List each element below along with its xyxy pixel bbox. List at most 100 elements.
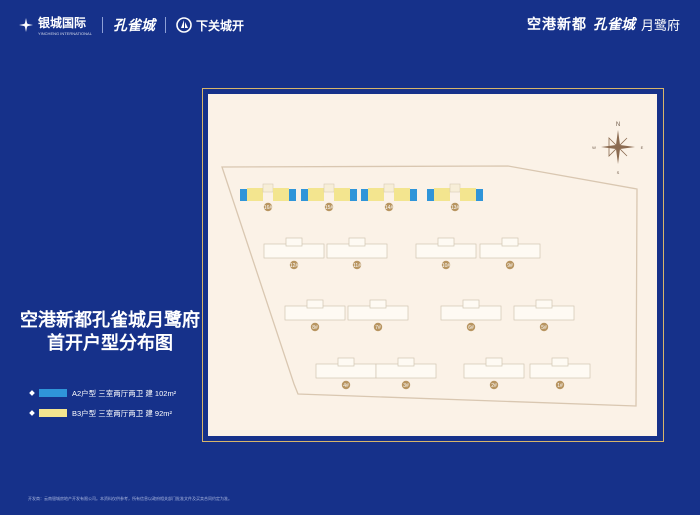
- plan-title-line2: 首开户型分布图: [47, 333, 173, 354]
- building-10: 10#: [415, 237, 477, 270]
- building-1: 1#: [529, 357, 591, 390]
- building-3: 3#: [375, 357, 437, 390]
- site-boundary: [221, 165, 638, 407]
- building-label-badge: [539, 322, 549, 332]
- unit-a2: [240, 189, 247, 201]
- project-sub: 月鹭府: [640, 17, 680, 33]
- yincheng-logo: 银城国际 YINCHENG INTERNATIONAL: [18, 14, 92, 36]
- building-core: [551, 357, 569, 367]
- unit-b3: [308, 188, 324, 201]
- unit-a2: [427, 189, 434, 201]
- building-label-badge: [384, 202, 394, 212]
- building-core: [369, 299, 387, 309]
- building-label: 1#: [557, 383, 563, 389]
- building-label: 5#: [541, 325, 547, 331]
- building-label: 16#: [264, 205, 273, 211]
- building-core: [462, 299, 480, 309]
- unit-a2: [350, 189, 357, 201]
- core: [323, 183, 335, 193]
- building-13: 13#: [427, 183, 483, 212]
- building-label-badge: [555, 380, 565, 390]
- compass: N S E W: [592, 122, 644, 175]
- building-7: 7#: [347, 299, 409, 332]
- flower-icon: [19, 18, 33, 32]
- project-brand: 孔雀城: [592, 17, 635, 33]
- legend: A2户型 三室两厅两卫 建 102m² B3户型 三室两厅两卫 建 92m²: [29, 383, 177, 423]
- unit-b3: [273, 188, 289, 201]
- site-plan-drawing: 16#15#14#13#12#11#10#9#8#7#6#5#4#3#2#1# …: [221, 122, 644, 407]
- building-core: [306, 299, 324, 309]
- unit-a2: [301, 189, 308, 201]
- bullet-icon: [29, 410, 35, 416]
- disclaimer: 开发商：云南银城房地产开发有限公司。本资料仅供参考，所有信息以政府相关部门批准文…: [28, 496, 232, 501]
- building-label-badge: [373, 322, 383, 332]
- building-label: 13#: [451, 205, 460, 211]
- plan-title-line1: 空港新都孔雀城月鹭府: [20, 310, 200, 331]
- legend-swatch-a2: [39, 389, 67, 397]
- compass-s: S: [617, 170, 620, 175]
- building-core: [285, 237, 303, 247]
- legend-label-a2: A2户型 三室两厅两卫 建 102m²: [72, 388, 177, 398]
- compass-n: N: [616, 122, 620, 128]
- building-9: 9#: [479, 237, 541, 270]
- peacock-logo: 孔雀城: [112, 18, 155, 34]
- project-name: 空港新都: [526, 16, 587, 32]
- building-5: 5#: [513, 299, 575, 332]
- unit-a2: [410, 189, 417, 201]
- building-label: 3#: [403, 383, 409, 389]
- project-title: 空港新都 孔雀城 月鹭府: [527, 14, 680, 34]
- building-16: 16#: [240, 183, 296, 212]
- bullet-icon: [29, 390, 35, 396]
- building-label: 6#: [468, 325, 474, 331]
- brand-bar: 银城国际 YINCHENG INTERNATIONAL 孔雀城 下关城开: [18, 14, 244, 36]
- building-core: [501, 237, 519, 247]
- unit-a2: [289, 189, 296, 201]
- building-label-badge: [289, 260, 299, 270]
- legend-swatch-b3: [39, 409, 67, 417]
- unit-b3: [460, 188, 476, 201]
- building-label-badge: [466, 322, 476, 332]
- building-label-badge: [401, 380, 411, 390]
- sail-icon: [176, 17, 192, 33]
- xiaguan-logo: 下关城开: [176, 17, 244, 34]
- site-plan: 16#15#14#13#12#11#10#9#8#7#6#5#4#3#2#1# …: [208, 94, 657, 436]
- building-label-badge: [324, 202, 334, 212]
- building-label: 9#: [507, 263, 513, 269]
- building-label: 7#: [375, 325, 381, 331]
- building-core: [348, 237, 366, 247]
- building-label: 12#: [290, 263, 299, 269]
- divider: [101, 17, 103, 33]
- unit-b3: [434, 188, 450, 201]
- building-label-badge: [341, 380, 351, 390]
- building-14: 14#: [361, 183, 417, 212]
- core: [262, 183, 274, 193]
- unit-b3: [334, 188, 350, 201]
- building-label-badge: [310, 322, 320, 332]
- plan-frame: [202, 88, 664, 442]
- building-core: [337, 357, 355, 367]
- brand1-name: 银城国际: [38, 16, 87, 30]
- building-label: 11#: [353, 263, 361, 269]
- building-label: 14#: [385, 205, 394, 211]
- building-label: 10#: [442, 263, 451, 269]
- core: [449, 183, 461, 193]
- building-core: [397, 357, 415, 367]
- unit-b3: [247, 188, 263, 201]
- building-11: 11#: [326, 237, 388, 270]
- building-label-badge: [263, 202, 273, 212]
- building-label: 4#: [343, 383, 349, 389]
- building-label-badge: [352, 260, 362, 270]
- legend-item-b3: B3户型 三室两厅两卫 建 92m²: [29, 403, 176, 423]
- unit-b3: [394, 188, 410, 201]
- unit-a2: [361, 189, 368, 201]
- building-4: 4#: [315, 357, 377, 390]
- building-label: 2#: [491, 383, 497, 389]
- divider: [164, 17, 166, 33]
- core: [383, 183, 395, 193]
- compass-w: W: [592, 145, 596, 150]
- building-6: 6#: [440, 299, 502, 332]
- building-label: 8#: [312, 325, 318, 331]
- unit-b3: [368, 188, 384, 201]
- building-label-badge: [441, 260, 451, 270]
